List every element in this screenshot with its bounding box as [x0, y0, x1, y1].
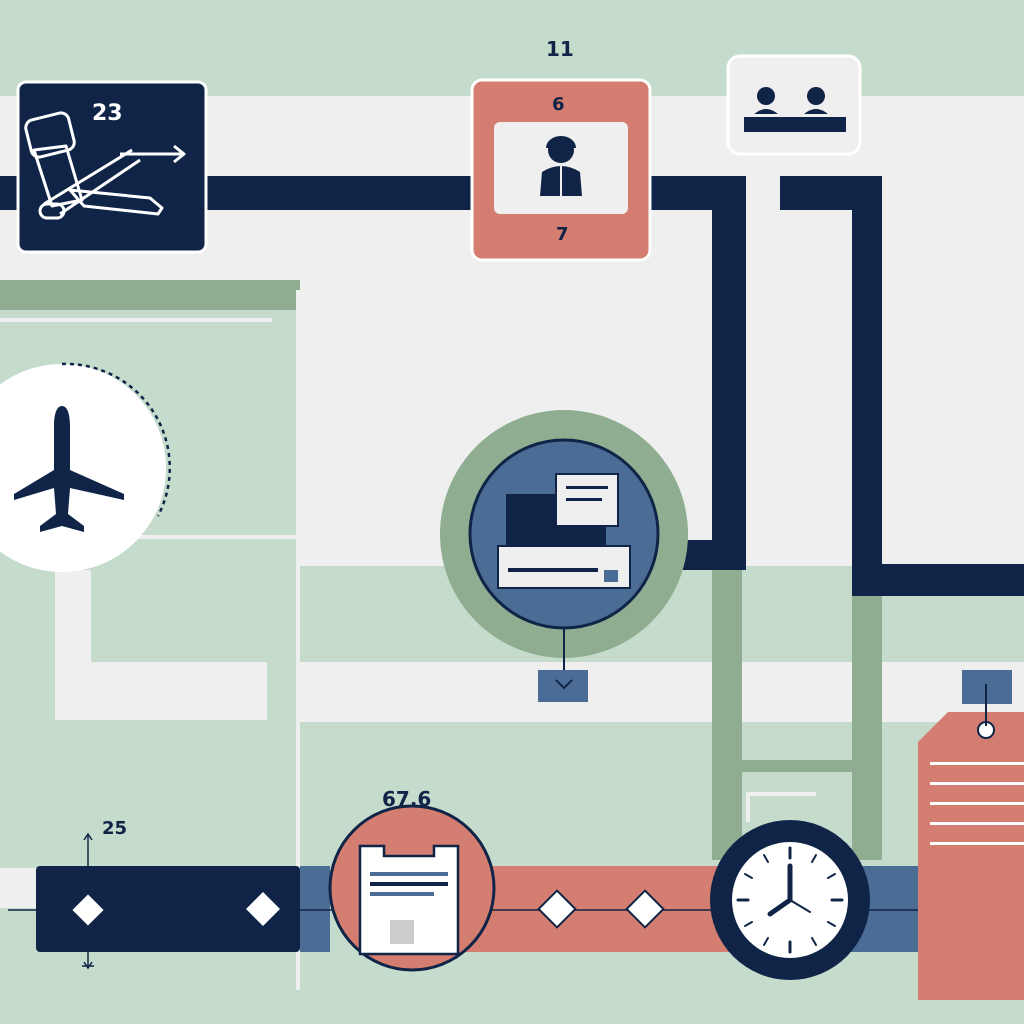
passenger-card[interactable]: 6 7: [470, 78, 652, 262]
seat-number: 23: [92, 101, 123, 126]
connector-lines: [0, 176, 1024, 596]
timeline-left-number: 25: [102, 818, 127, 839]
seat-card[interactable]: 23: [16, 80, 208, 254]
document-badge[interactable]: [328, 804, 496, 972]
passenger-icon: [540, 136, 582, 196]
clock-icon: [736, 846, 844, 954]
clock-badge[interactable]: [710, 820, 870, 980]
printer-badge[interactable]: [440, 410, 688, 702]
check-in-card[interactable]: [726, 54, 862, 156]
check-in-agents-icon: [744, 87, 846, 132]
airplane-badge[interactable]: [0, 362, 172, 572]
luggage-tag-icon: [918, 684, 1024, 1000]
milestone-marker: [69, 891, 107, 929]
passenger-bottom-number: 7: [556, 224, 569, 245]
passenger-top-number: 6: [552, 94, 565, 115]
airplane-icon: [14, 406, 124, 532]
boarding-pass-printer-icon: [497, 473, 631, 589]
seat-recline-icon: [24, 111, 186, 220]
milestone-marker: [243, 889, 283, 929]
milestone-marker: [625, 889, 665, 929]
document-icon: [358, 844, 460, 956]
milestone-marker: [537, 889, 577, 929]
top-number: 11: [546, 37, 574, 61]
luggage-tag[interactable]: [918, 670, 1024, 1000]
